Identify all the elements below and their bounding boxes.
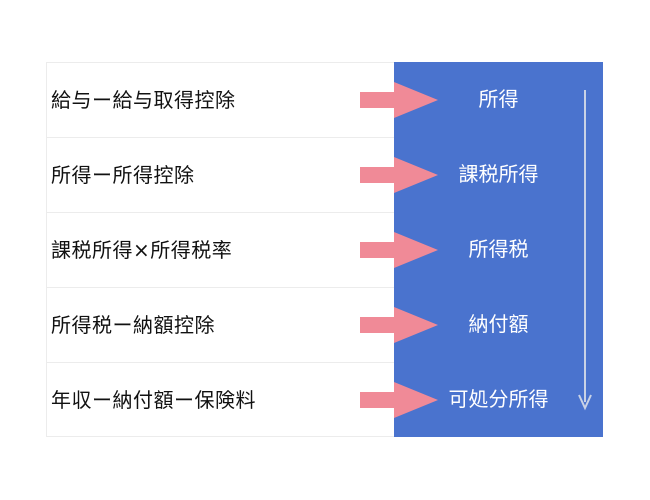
formula-row-1: 給与ー給与取得控除 [47,62,395,137]
formula-label: 給与ー給与取得控除 [51,88,236,112]
result-label-2: 課税所得 [458,162,539,186]
formula-row-3: 課税所得×所得税率 [47,212,395,287]
right-arrow-icon [360,157,438,193]
formula-label: 年収ー納付額ー保険料 [51,388,256,412]
down-arrow-icon [578,90,592,411]
result-label-3: 所得税 [468,237,529,261]
formula-label: 所得税ー納額控除 [51,313,215,337]
tax-flow-diagram: 給与ー給与取得控除 所得ー所得控除 課税所得×所得税率 所得税ー納額控除 年収ー… [46,62,603,437]
formula-label: 所得ー所得控除 [51,163,195,187]
formula-row-4: 所得税ー納額控除 [47,287,395,362]
right-arrow-icon [360,82,438,118]
right-arrow-icon [360,232,438,268]
formula-row-5: 年収ー納付額ー保険料 [47,362,395,437]
formula-column: 給与ー給与取得控除 所得ー所得控除 課税所得×所得税率 所得税ー納額控除 年収ー… [46,62,395,437]
right-arrow-icon [360,307,438,343]
formula-label: 課税所得×所得税率 [51,238,233,262]
result-label-5: 可処分所得 [448,387,549,411]
result-label-4: 納付額 [468,312,529,336]
result-label-1: 所得 [478,87,519,111]
right-arrow-icon [360,382,438,418]
formula-row-2: 所得ー所得控除 [47,137,395,212]
